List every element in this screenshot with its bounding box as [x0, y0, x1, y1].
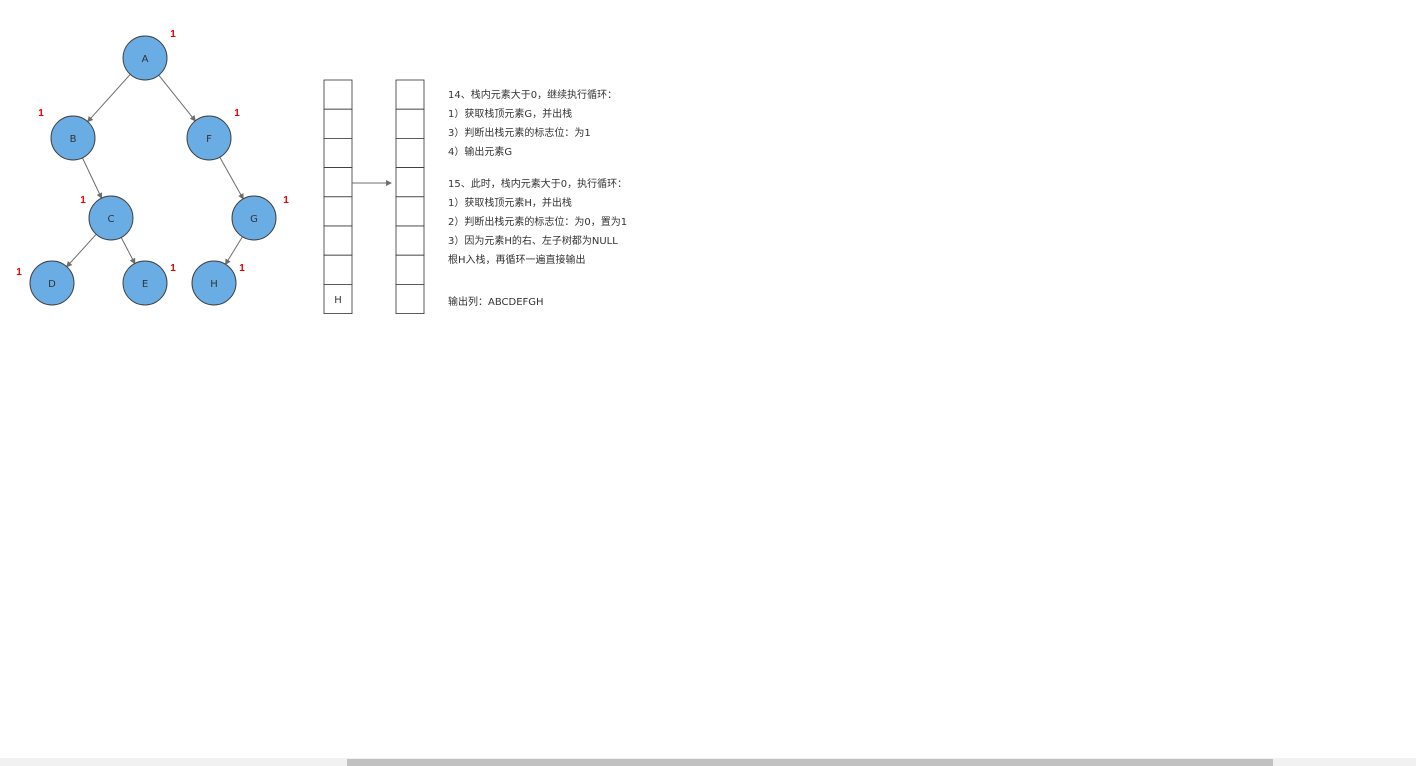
tree-node-d: D1 — [16, 260, 75, 306]
node-flag: 1 — [38, 108, 44, 119]
tree-edge-a-b — [87, 73, 132, 123]
step-15-line: 2）判断出栈元素的标志位：为0，置为1 — [448, 217, 628, 228]
step-15-line: 1）获取栈顶元素H，并出栈 — [448, 198, 572, 209]
stack-cell — [395, 137, 425, 168]
tree-node-f: F1 — [186, 108, 240, 161]
node-flag: 1 — [170, 29, 176, 40]
node-circle — [191, 260, 237, 306]
stack-cell — [395, 254, 425, 285]
node-circle — [122, 260, 168, 306]
tree-node-e: E1 — [122, 260, 176, 306]
node-flag: 1 — [234, 108, 240, 119]
node-label: E — [142, 279, 148, 290]
stack-cell — [323, 167, 353, 198]
node-label: H — [210, 279, 218, 290]
stack-after — [395, 79, 425, 314]
output-block: 输出列：ABCDEFGH — [448, 293, 544, 312]
horizontal-scrollbar-thumb[interactable] — [347, 759, 1273, 766]
step-15-heading: 15、此时，栈内元素大于0，执行循环： — [448, 179, 628, 190]
stack-cell — [323, 225, 353, 256]
stack-cell — [323, 196, 353, 227]
node-circle — [186, 115, 232, 161]
tree-node-c: C1 — [80, 195, 134, 241]
tree-node-g: G1 — [231, 195, 289, 241]
stack-cell — [395, 108, 425, 139]
node-circle — [88, 195, 134, 241]
stack-cell-label: H — [334, 295, 342, 306]
node-flag: 1 — [80, 195, 86, 206]
stack-cell — [323, 79, 353, 110]
node-circle — [50, 115, 96, 161]
step-14-block: 14、栈内元素大于0，继续执行循环： 1）获取栈顶元素G，并出栈 3）判断出栈元… — [448, 86, 617, 162]
node-label: F — [206, 134, 212, 145]
node-flag: 1 — [16, 267, 22, 278]
node-label: C — [108, 214, 115, 225]
step-14-heading: 14、栈内元素大于0，继续执行循环： — [448, 90, 618, 101]
node-circle — [122, 35, 168, 81]
step-14-line: 1）获取栈顶元素G，并出栈 — [448, 109, 573, 120]
output-sequence: 输出列：ABCDEFGH — [448, 297, 544, 308]
tree-edges — [66, 73, 244, 268]
step-14-line: 3）判断出栈元素的标志位：为1 — [448, 128, 591, 139]
stack-cell — [395, 79, 425, 110]
node-circle — [29, 260, 75, 306]
tree-edge-f-g — [218, 155, 244, 200]
node-label: G — [250, 214, 258, 225]
stack-cell — [323, 283, 353, 314]
stack-before: H — [323, 79, 353, 314]
node-flag: 1 — [170, 263, 176, 274]
tree-edge-c-e — [120, 236, 136, 265]
tree-edge-c-d — [66, 233, 98, 268]
tree-node-b: B1 — [38, 108, 96, 161]
stack-cell — [323, 137, 353, 168]
tree-edge-b-c — [81, 156, 103, 200]
step-15-block: 15、此时，栈内元素大于0，执行循环： 1）获取栈顶元素H，并出栈 2）判断出栈… — [448, 175, 627, 270]
stack-cell — [395, 283, 425, 314]
stack-cell — [323, 108, 353, 139]
node-label: B — [70, 134, 77, 145]
stack-cell — [395, 167, 425, 198]
stack-cell — [395, 196, 425, 227]
step-15-line: 3）因为元素H的右、左子树都为NULL — [448, 236, 618, 247]
step-15-line: 根H入栈，再循环一遍直接输出 — [448, 255, 586, 266]
node-label: A — [142, 54, 149, 65]
tree-node-a: A1 — [122, 29, 176, 81]
node-label: D — [48, 279, 56, 290]
stack-cell — [323, 254, 353, 285]
node-circle — [231, 195, 277, 241]
node-flag: 1 — [283, 195, 289, 206]
tree-node-h: H1 — [191, 260, 245, 306]
tree-edge-g-h — [225, 235, 244, 266]
step-14-line: 4）输出元素G — [448, 147, 513, 158]
node-flag: 1 — [239, 263, 245, 274]
stack-cell — [395, 225, 425, 256]
tree-edge-a-f — [157, 74, 196, 122]
